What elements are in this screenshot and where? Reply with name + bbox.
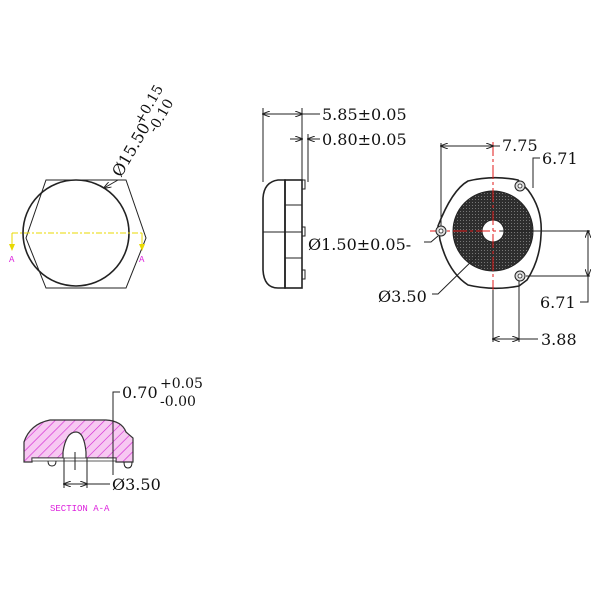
- section-body: [23, 419, 134, 463]
- lens-hex-outline: [25, 179, 147, 289]
- side-pin-top: [301, 179, 306, 190]
- side-pin-bottom: [301, 269, 306, 280]
- bottom-pin-dim: 6.71: [540, 293, 576, 312]
- side-view: 5.85±0.05 0.80±0.05 Ø1.50±0.05-: [262, 105, 411, 289]
- side-dome: [262, 179, 286, 289]
- front-view: A A Ø15.50 +0.15 -0.10: [9, 82, 177, 289]
- section-marker-right: A: [139, 255, 145, 265]
- center-to-pin-dim: 7.75: [502, 136, 538, 155]
- top-pin-dim: 6.71: [542, 149, 578, 168]
- recess-tol-plus: +0.05: [160, 376, 203, 392]
- foot-height-dim: 0.80±0.05: [322, 130, 407, 149]
- diameter-leader: [104, 179, 119, 188]
- section-caption: SECTION A-A: [50, 504, 110, 514]
- side-pin-mid: [301, 226, 306, 237]
- pin-diameter-dim: Ø1.50±0.05-: [308, 235, 411, 254]
- cavity-diameter-dim: Ø3.50: [112, 475, 161, 494]
- center-hole-dim: Ø3.50: [378, 287, 427, 306]
- recess-depth-dim: 0.70: [122, 383, 158, 402]
- overall-height-dim: 5.85±0.05: [322, 105, 407, 124]
- section-base-plate: [31, 457, 117, 462]
- section-view: Ø3.50 0.70 +0.05 -0.00 SECTION A-A: [23, 376, 203, 514]
- back-view: 7.75 6.71 6.71 3.88 Ø3.50: [378, 136, 590, 349]
- section-marker-left: A: [9, 255, 15, 265]
- pin-offset-dim: 3.88: [541, 330, 577, 349]
- diameter-annotation: Ø15.50 +0.15 -0.10: [108, 82, 177, 180]
- recess-tol-minus: -0.00: [160, 394, 196, 410]
- side-body: [284, 179, 303, 289]
